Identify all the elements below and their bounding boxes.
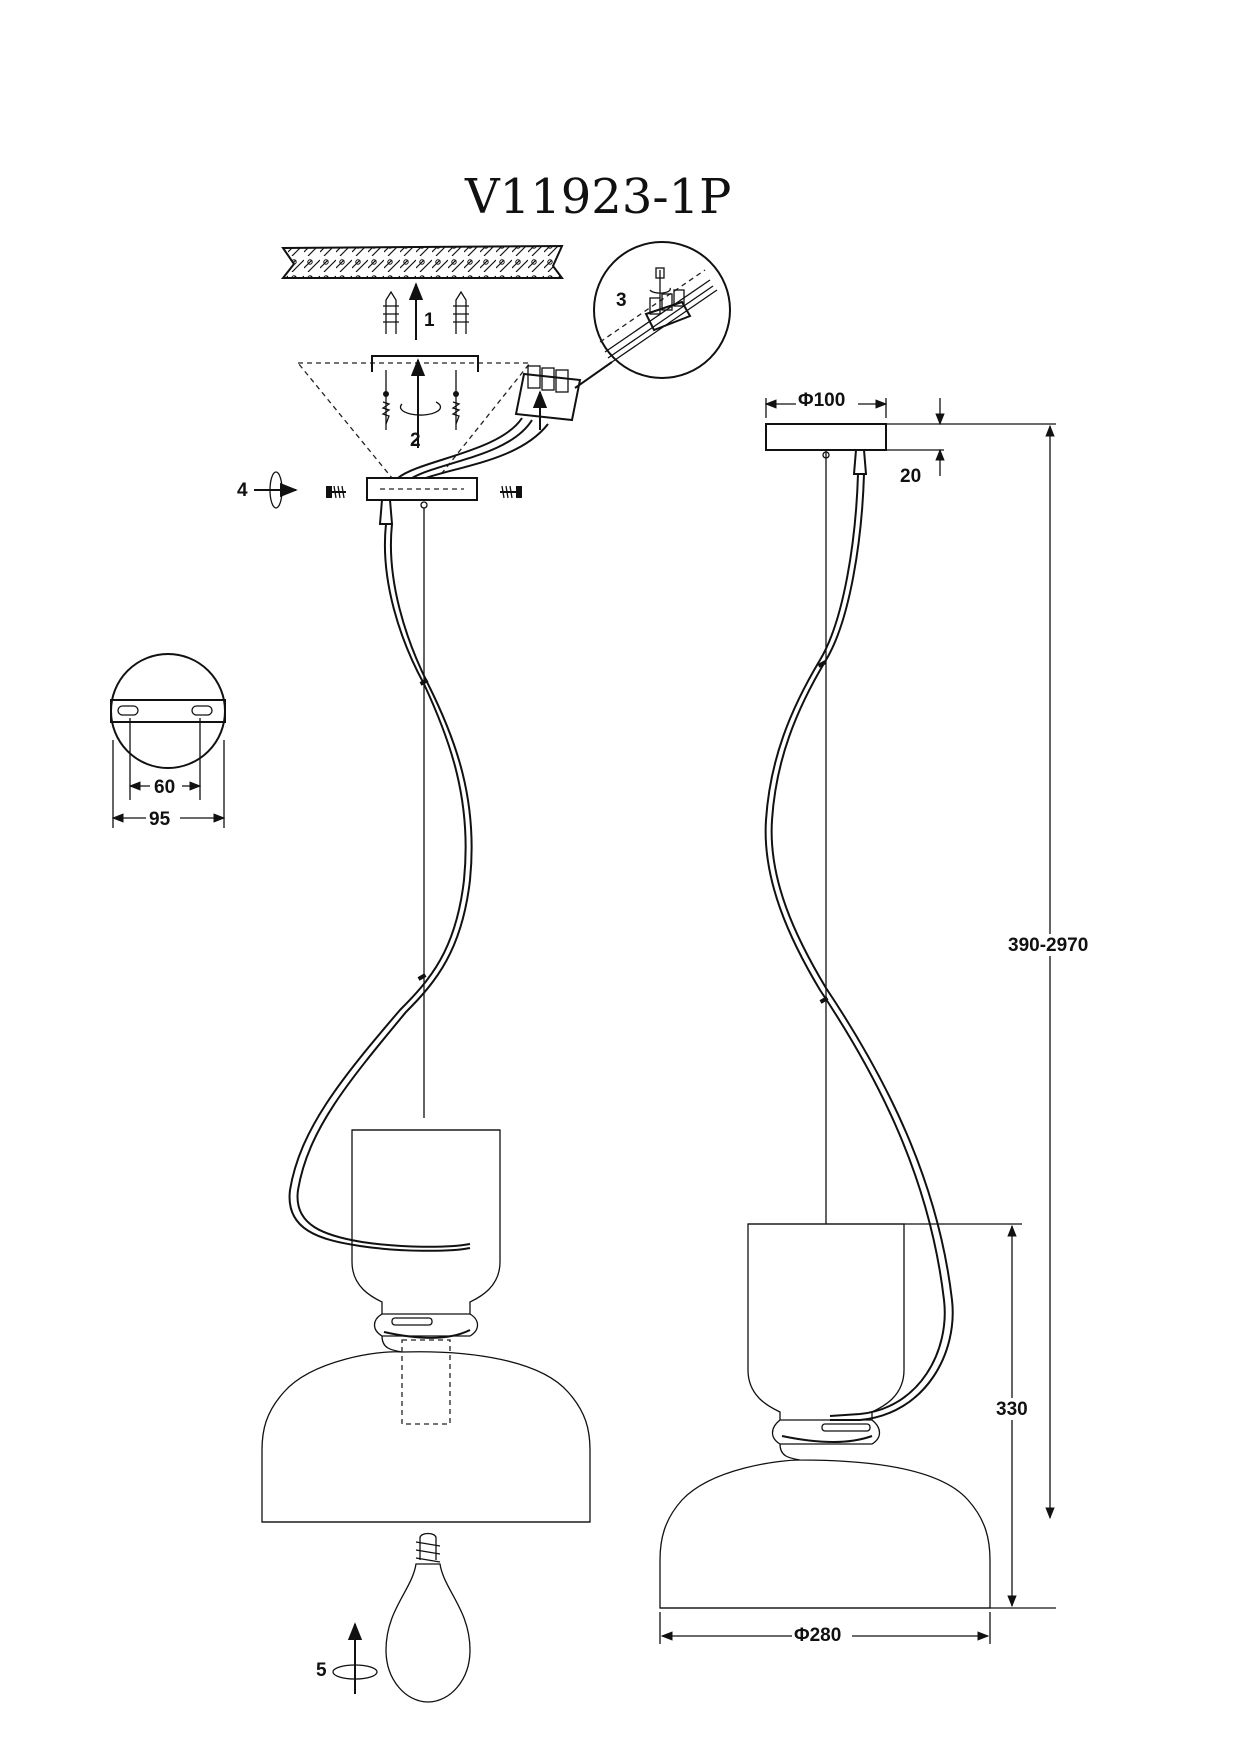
cable-gland [378,499,394,525]
dim-total-height: 390-2970 [1008,935,1088,956]
terminal-block [514,365,582,430]
canopy-dashed-outline [296,362,532,479]
dim-bracket-width: 95 [149,809,171,830]
step-5-label: 5 [316,1660,327,1681]
lamp-shade-right [659,1443,991,1609]
rotate-icon [399,401,442,416]
bracket-top-view [110,653,226,828]
step-1-label: 1 [424,310,435,331]
dim-canopy-diameter: Φ100 [798,390,845,411]
wall-plug-right [453,290,469,334]
model-title: V11923-1P [464,169,731,225]
step4-rotate-icon [269,471,283,509]
side-screw-right [500,485,522,499]
dim-bracket-hole-spacing: 60 [154,777,175,798]
lamp-collar-left [373,1313,479,1339]
power-cord-outer [288,523,471,1252]
step-2-label: 2 [410,430,421,451]
screw-right [451,370,461,430]
screw-left [381,370,391,430]
dim-canopy-height: 20 [900,466,921,487]
power-cord-outer-right [764,473,946,1417]
step-3-label: 3 [616,290,627,311]
terminal-detail-magnifier [574,241,731,389]
lamp-collar-right [771,1419,881,1445]
lamp-upper-glass-left [351,1129,501,1315]
cable-gland-right [852,449,868,475]
dim-shade-height: 330 [996,1399,1028,1420]
side-screw-left [326,485,346,499]
dim-shade-diameter: Φ280 [794,1625,841,1646]
suspension-clip [420,501,428,509]
ceiling-section [280,244,564,279]
canopy-side-view [765,423,887,451]
mounting-bracket [371,355,479,372]
step-4-label: 4 [237,480,248,501]
lamp-upper-glass-right [747,1223,905,1421]
power-cord-inner-right [770,473,954,1421]
power-cord-inner [296,523,473,1248]
step5-rotate-icon [332,1664,378,1680]
supply-wire-1 [397,417,523,479]
wall-plug-left [383,290,399,334]
lamp-socket-hidden [401,1339,451,1425]
lamp-shade-left [261,1335,591,1523]
supply-wire-2 [411,419,533,479]
light-bulb [385,1532,471,1703]
canopy-plate [366,477,478,501]
supply-wire-3 [425,423,549,479]
